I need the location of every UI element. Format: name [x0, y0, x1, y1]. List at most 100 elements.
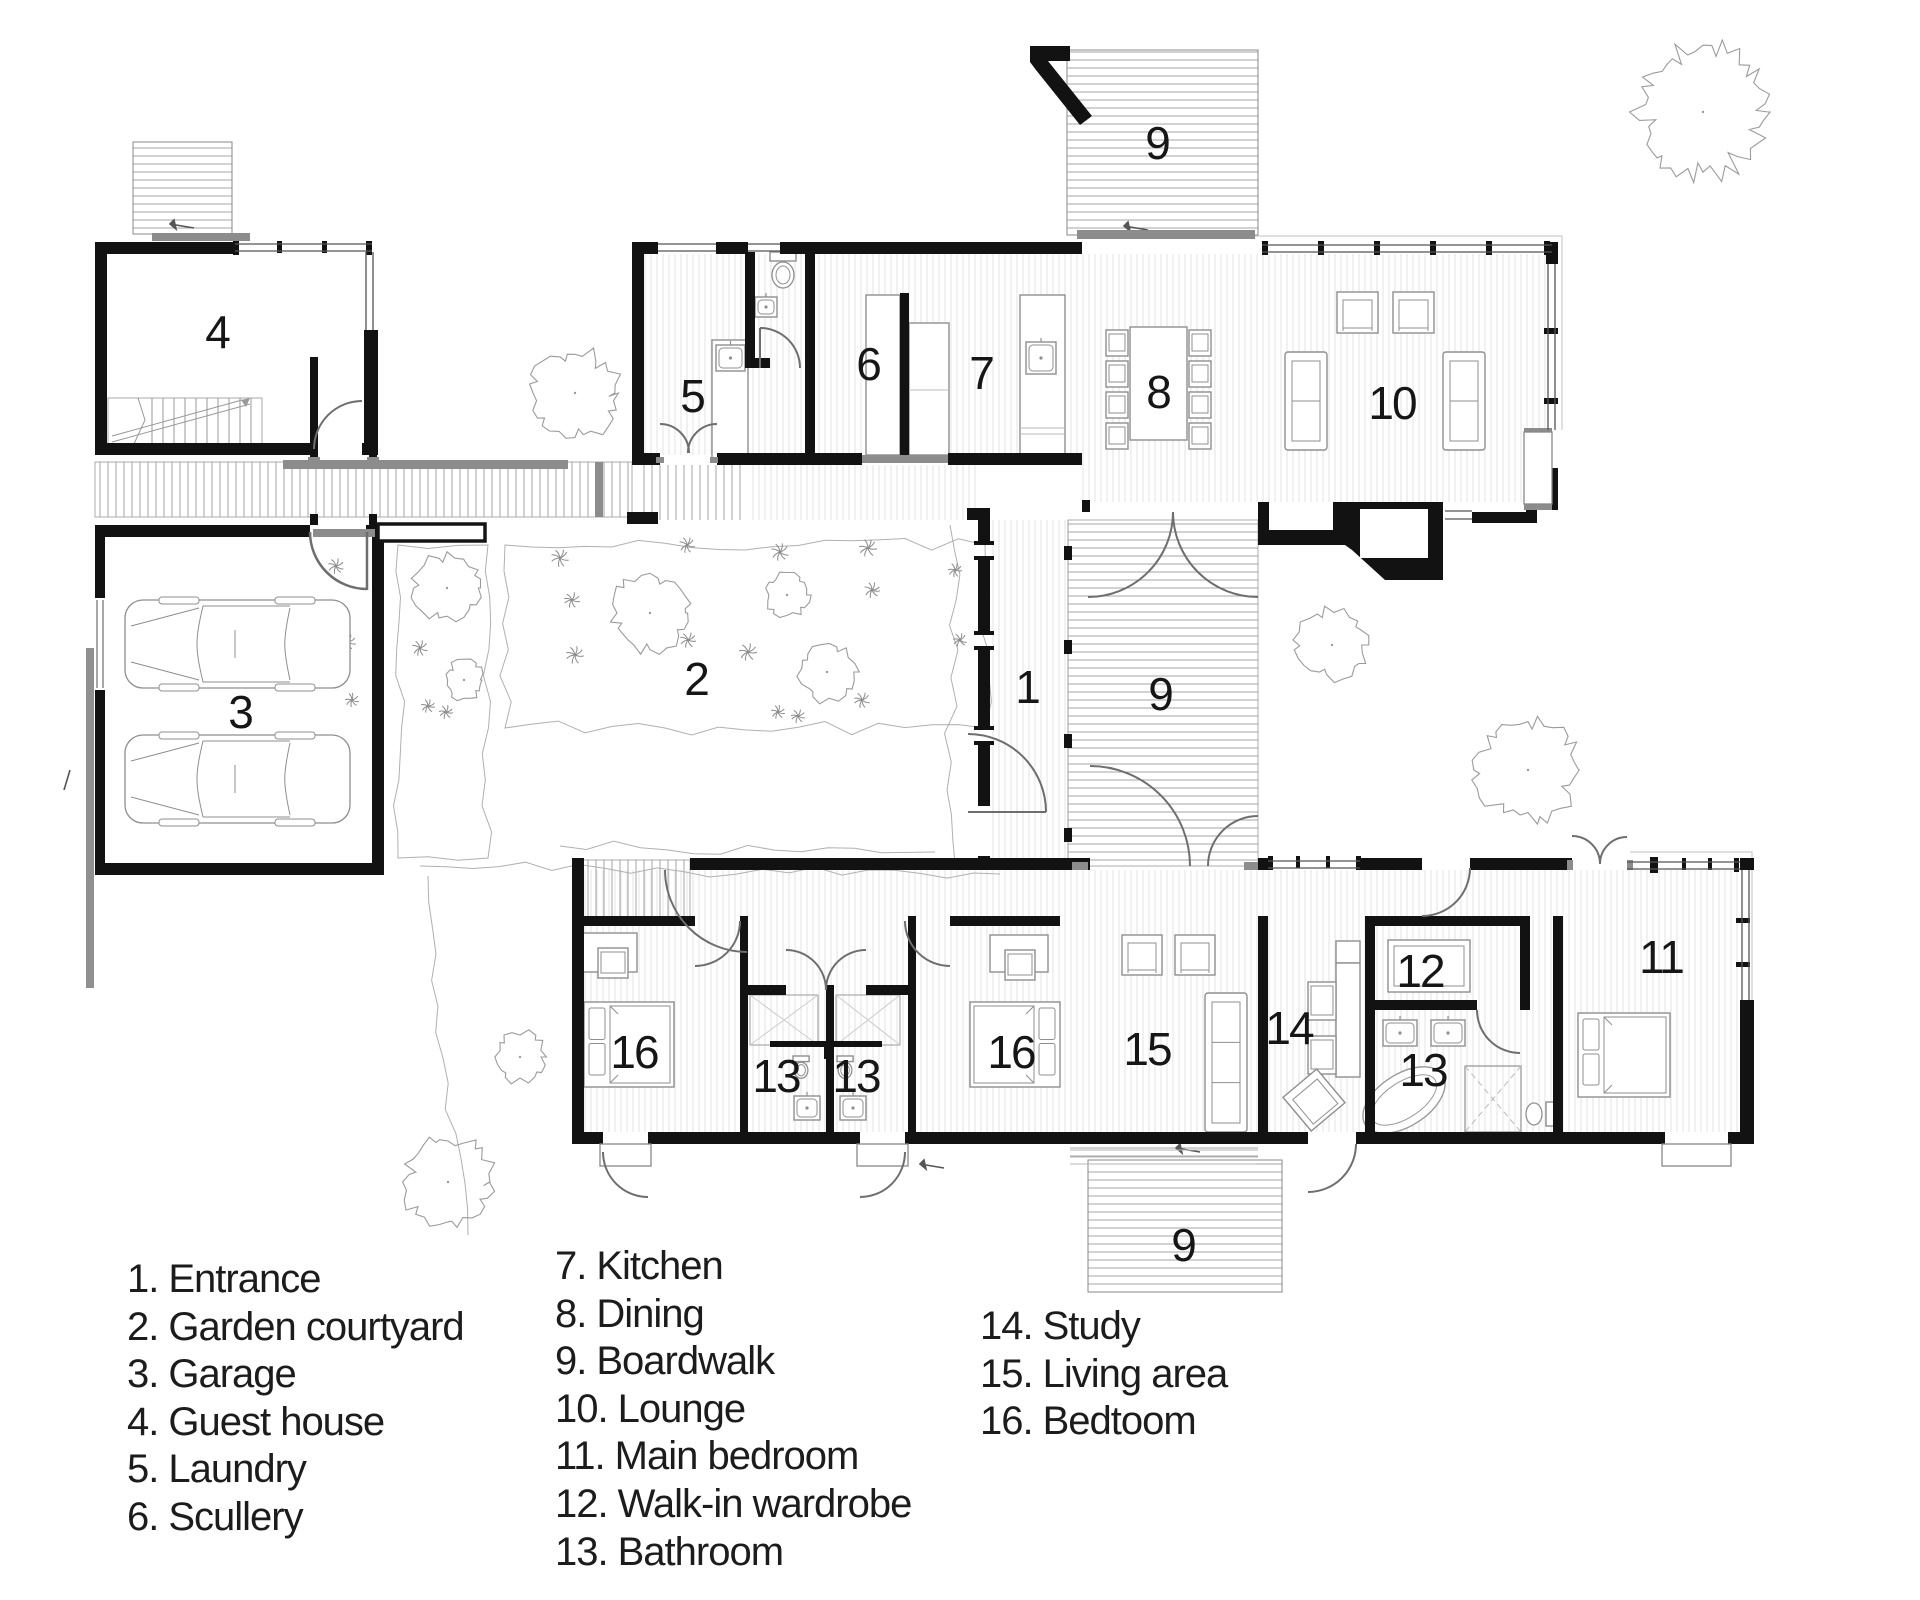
wc-door — [759, 327, 801, 369]
bed — [969, 1001, 1061, 1088]
tree-center-dot — [518, 1055, 522, 1059]
armchair — [1174, 934, 1216, 976]
trees-layer — [401, 38, 1772, 1229]
boardwalk-wall — [1030, 46, 1092, 125]
study-chair — [1307, 981, 1337, 1021]
furniture-item — [1038, 1007, 1056, 1040]
furniture-item — [1191, 333, 1209, 352]
tree-icon — [528, 347, 622, 439]
guest-deck — [132, 141, 233, 235]
study-north-windows — [1268, 860, 1360, 869]
study-chair — [1307, 1035, 1337, 1075]
laundry-window — [658, 243, 716, 252]
dining-chair — [1188, 422, 1212, 450]
entrance-garden-door — [967, 733, 1047, 813]
furniture-item — [588, 1007, 606, 1040]
bed — [1577, 1012, 1671, 1098]
dining-chair — [1188, 360, 1212, 388]
planting-edge — [427, 875, 469, 1236]
bedroom1-door — [694, 920, 741, 967]
living-deck-doors — [1089, 765, 1259, 867]
tree-center-dot — [573, 391, 577, 395]
flower-icon — [344, 692, 359, 708]
furniture-item — [124, 734, 351, 824]
planting-edge — [943, 524, 961, 865]
room-label: 4 — [205, 306, 230, 358]
tree-icon — [410, 550, 482, 623]
planting-edge — [419, 861, 1001, 879]
tree-icon — [765, 571, 812, 619]
furniture-item — [1310, 1039, 1334, 1070]
south-bay-window-1 — [599, 1143, 652, 1167]
bed — [583, 1001, 675, 1088]
furniture-item — [158, 683, 200, 692]
tree-icon — [1471, 715, 1581, 826]
study-armchair — [1282, 1068, 1346, 1132]
doors — [308, 327, 1628, 1198]
planting-edge — [499, 537, 992, 736]
flower-icon — [412, 640, 428, 656]
furniture-item — [973, 1005, 1035, 1084]
boardwalk-bottom — [1087, 1159, 1283, 1293]
tree-icon — [401, 1136, 496, 1229]
furniture-item — [1108, 364, 1126, 383]
room-label: 14 — [1265, 1002, 1314, 1054]
top-wing-walls — [627, 242, 1558, 524]
boardwalk-top — [1066, 49, 1259, 236]
flower-icon — [947, 563, 963, 578]
flower-icon — [864, 582, 881, 599]
furniture-item — [1108, 395, 1126, 414]
furniture-item — [1603, 1016, 1667, 1094]
flower-icon — [738, 643, 758, 661]
study-desk — [1335, 962, 1361, 1078]
room-label: 3 — [228, 686, 252, 738]
room-label: 9 — [1171, 1219, 1195, 1271]
bedroom-wing-floor — [584, 870, 1740, 1132]
braai-openings — [1269, 502, 1428, 558]
dining-chair — [1188, 391, 1212, 419]
guest-house-east-window — [365, 252, 374, 330]
flower-icon — [771, 704, 786, 719]
lounge-north-windows — [1262, 244, 1552, 253]
south-door-1 — [602, 1151, 649, 1198]
room-label: 9 — [1148, 668, 1172, 720]
staircase — [107, 397, 263, 447]
furniture-item — [1180, 942, 1210, 971]
tree-center-dot — [825, 670, 829, 674]
basin — [793, 1092, 821, 1121]
flower-icon — [438, 705, 454, 719]
room-label: 9 — [1145, 117, 1169, 169]
garage-west-door — [94, 598, 106, 690]
bedroom-north-windows — [1627, 861, 1740, 870]
room-label: 8 — [1146, 366, 1170, 418]
furniture-item — [1342, 299, 1373, 329]
basin — [1382, 1016, 1418, 1047]
south-bay-window-3 — [1661, 1143, 1732, 1167]
kitchen-counter — [908, 322, 950, 456]
tree-icon — [1628, 38, 1772, 185]
flower-icon — [854, 692, 870, 708]
sofa — [1204, 992, 1248, 1133]
room-label: 1 — [1015, 661, 1039, 713]
furniture-item — [1108, 333, 1126, 352]
dining-chair — [1105, 422, 1129, 450]
boardwalk-step-lip — [1070, 1144, 1258, 1160]
room-label: 13 — [1399, 1044, 1447, 1096]
car-icon — [124, 731, 351, 827]
lounge-bay-window — [1523, 431, 1553, 505]
armchair — [1121, 934, 1163, 976]
braai-window — [1445, 510, 1472, 520]
flower-icon — [679, 537, 695, 553]
furniture-item — [600, 951, 626, 974]
toilet-icon — [769, 251, 797, 289]
room-label: 11 — [1639, 931, 1683, 983]
interior-floors — [584, 254, 1740, 1132]
lounge-deck-doors — [1087, 511, 1259, 598]
tree-center-dot — [446, 1180, 450, 1184]
french-doors — [1571, 835, 1628, 865]
flower-icon — [680, 632, 697, 648]
laundry-double-door — [659, 423, 718, 454]
kitchen-counter — [865, 294, 901, 456]
car-icon — [124, 596, 351, 692]
dining-chair — [1188, 329, 1212, 357]
